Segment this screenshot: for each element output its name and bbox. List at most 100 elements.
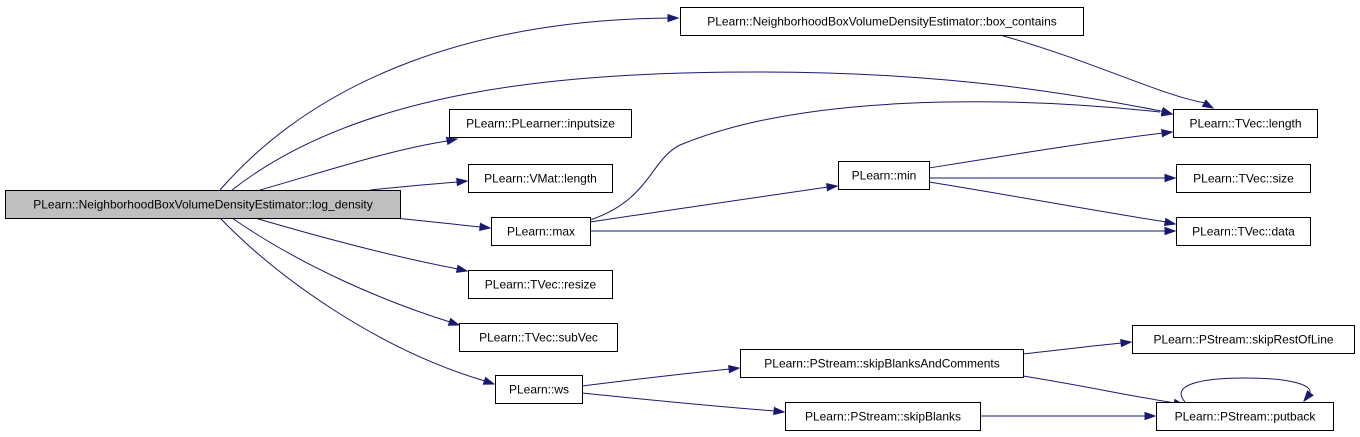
arrowhead (1120, 338, 1133, 348)
edge-line (259, 140, 448, 191)
arrowhead (456, 177, 469, 187)
arrowhead (728, 364, 741, 374)
node-label: PLearn::TVec::size (1193, 172, 1294, 186)
node-box[interactable] (449, 109, 632, 138)
edge-max-to-tvec_data (590, 226, 1177, 236)
arrowhead (1160, 108, 1174, 117)
node-label: PLearn::NeighborhoodBoxVolumeDensityEsti… (707, 15, 1057, 29)
node-label: PLearn::NeighborhoodBoxVolumeDensityEsti… (33, 198, 373, 212)
edge-putback-to-putback (1180, 377, 1314, 403)
node-resize[interactable]: PLearn::TVec::resize (468, 270, 613, 299)
arrowhead (826, 183, 839, 192)
node-max[interactable]: PLearn::max (491, 217, 591, 246)
edge-line (254, 217, 459, 270)
node-box[interactable] (838, 161, 930, 190)
node-tvec-size[interactable]: PLearn::TVec::size (1176, 164, 1311, 193)
edge-log_density-to-subvec (231, 217, 461, 326)
arrowhead (1164, 226, 1177, 236)
node-box[interactable] (1173, 109, 1318, 138)
edge-line (928, 181, 1167, 223)
edge-line (219, 217, 486, 382)
node-label: PLearn::PStream::skipBlanks (805, 410, 961, 424)
arrowhead (447, 317, 461, 326)
edge-max-to-tvec_length (589, 101, 1174, 221)
arrowhead (445, 136, 459, 146)
node-box[interactable] (785, 402, 981, 431)
node-box[interactable] (459, 323, 618, 352)
edge-line (581, 368, 731, 387)
node-box[interactable] (468, 270, 613, 299)
node-log-density[interactable]: PLearn::NeighborhoodBoxVolumeDensityEsti… (5, 190, 401, 219)
edge-box_contains-to-tvec_length (999, 34, 1215, 109)
arrowhead (773, 406, 786, 416)
node-label: PLearn::TVec::length (1189, 117, 1301, 131)
arrowhead (482, 376, 496, 385)
arrowhead (1164, 173, 1177, 183)
nodes-layer: PLearn::NeighborhoodBoxVolumeDensityEsti… (5, 7, 1355, 431)
arrowhead (1163, 217, 1177, 226)
node-box[interactable] (1156, 402, 1334, 431)
node-label: PLearn::min (852, 169, 917, 183)
edge-line (1022, 342, 1123, 355)
node-putback[interactable]: PLearn::PStream::putback (1156, 402, 1334, 431)
edge-log_density-to-vmat_length (369, 177, 469, 191)
edge-min-to-tvec_size (929, 173, 1177, 183)
node-box[interactable] (1176, 164, 1311, 193)
arrowhead (1144, 411, 1157, 421)
edge-ws-to-skipBlanks (581, 392, 786, 416)
edge-ws-to-skipBlanksAndComments (581, 364, 741, 387)
node-box[interactable] (1132, 325, 1355, 354)
node-vmat-length[interactable]: PLearn::VMat::length (468, 164, 613, 193)
node-min[interactable]: PLearn::min (838, 161, 930, 190)
arrowhead (455, 264, 469, 273)
node-ws[interactable]: PLearn::ws (495, 375, 583, 404)
node-subvec[interactable]: PLearn::TVec::subVec (459, 323, 618, 352)
node-label: PLearn::TVec::data (1192, 225, 1295, 239)
edge-line (219, 17, 669, 191)
edge-log_density-to-ws (219, 217, 496, 385)
node-tvec-data[interactable]: PLearn::TVec::data (1176, 217, 1311, 246)
arrowhead (1161, 129, 1174, 138)
edge-line (369, 181, 459, 191)
node-box[interactable] (740, 349, 1024, 378)
node-label: PLearn::PLearner::inputsize (466, 117, 615, 131)
edge-log_density-to-box_contains (219, 13, 680, 191)
node-box[interactable] (495, 375, 583, 404)
edge-max-to-min (589, 183, 839, 223)
edges-layer (219, 13, 1314, 421)
edge-line (1022, 375, 1176, 404)
edge-min-to-tvec_length (928, 129, 1174, 169)
edge-line (1180, 377, 1311, 403)
edge-line (999, 34, 1206, 104)
node-box[interactable] (468, 164, 613, 193)
node-label: PLearn::TVec::resize (485, 278, 597, 292)
node-label: PLearn::ws (509, 383, 569, 397)
node-box-contains[interactable]: PLearn::NeighborhoodBoxVolumeDensityEsti… (680, 7, 1084, 36)
node-skipblanksandcomments[interactable]: PLearn::PStream::skipBlanksAndComments (740, 349, 1024, 378)
node-box[interactable] (491, 217, 591, 246)
node-box[interactable] (1176, 217, 1311, 246)
node-label: PLearn::TVec::subVec (479, 331, 598, 345)
edge-skipBlanksAndComments-to-skipRestOfLine (1022, 338, 1133, 355)
arrowhead (667, 13, 680, 23)
node-box[interactable] (680, 7, 1084, 36)
arrowhead (1303, 390, 1314, 403)
edge-log_density-to-resize (254, 217, 469, 273)
edge-line (231, 217, 451, 323)
node-skiprestofline[interactable]: PLearn::PStream::skipRestOfLine (1132, 325, 1355, 354)
node-tvec-length[interactable]: PLearn::TVec::length (1173, 109, 1318, 138)
edge-log_density-to-inputsize (259, 136, 459, 191)
node-label: PLearn::VMat::length (484, 172, 597, 186)
node-inputsize[interactable]: PLearn::PLearner::inputsize (449, 109, 632, 138)
edge-skipBlanks-to-putback (980, 411, 1157, 421)
edge-log_density-to-tvec_length (231, 71, 1174, 191)
node-label: PLearn::max (507, 225, 575, 239)
edge-skipBlanksAndComments-to-putback (1022, 375, 1186, 407)
edge-line (231, 71, 1167, 191)
arrowhead (1201, 99, 1215, 109)
edge-line (581, 392, 776, 412)
node-label: PLearn::PStream::putback (1175, 410, 1317, 424)
node-skipblanks[interactable]: PLearn::PStream::skipBlanks (785, 402, 981, 431)
node-box[interactable] (5, 190, 401, 219)
